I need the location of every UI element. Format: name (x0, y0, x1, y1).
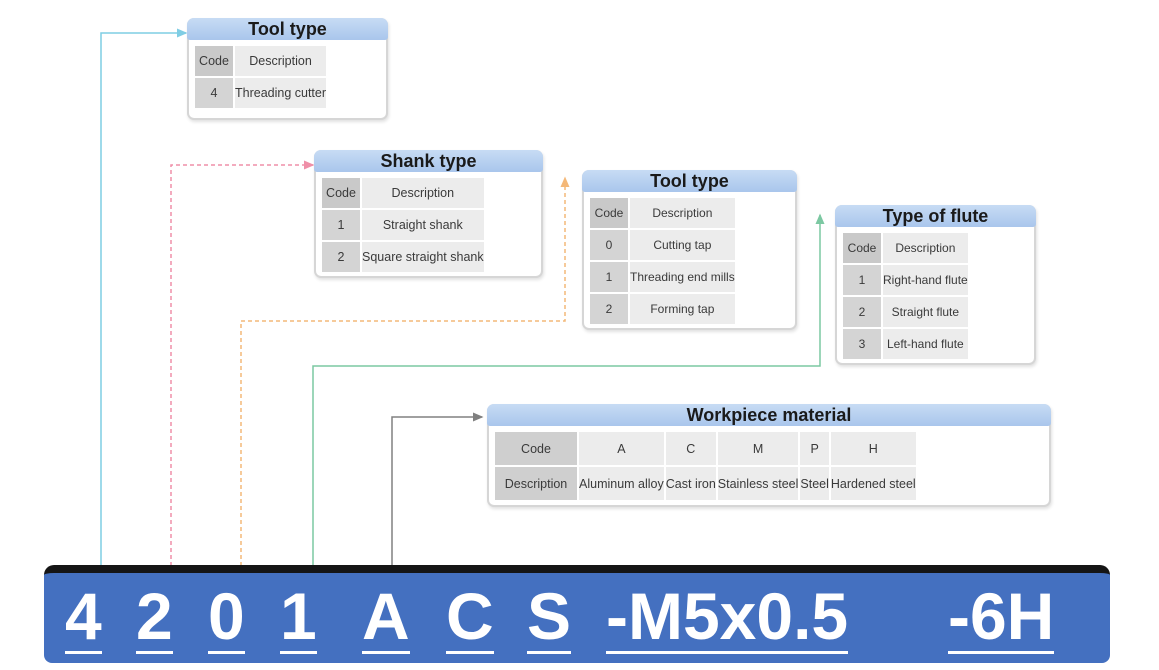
row-code: 1 (843, 265, 881, 295)
row-description: Square straight shank (362, 242, 484, 272)
tool-type-2-title: Tool type (582, 170, 797, 192)
workpiece-material-title: Workpiece material (487, 404, 1051, 426)
table-header-row: Code Description (843, 233, 968, 263)
table-row: 2 Straight flute (843, 297, 968, 327)
row-code: 3 (843, 329, 881, 359)
connector-flute-type (312, 213, 825, 566)
row-description: Left-hand flute (883, 329, 968, 359)
material-code-h: H (830, 432, 916, 465)
material-code-a: A (579, 432, 664, 465)
code-segment-s: S (527, 579, 572, 654)
row-description: Forming tap (630, 294, 735, 324)
table-header-row: Code Description (590, 198, 735, 228)
tool-type-card: Tool type Code Description 4 Threading c… (187, 18, 388, 120)
code-segment-thread-size: -M5x0.5 (606, 579, 849, 654)
row-description: Threading cutter (235, 78, 327, 108)
row-description: Right-hand flute (883, 265, 968, 295)
table-row: 1 Straight shank (322, 210, 484, 240)
row-description: Straight flute (883, 297, 968, 327)
row-code: 4 (195, 78, 233, 108)
flute-type-title: Type of flute (835, 205, 1036, 227)
row-description: Straight shank (362, 210, 484, 240)
tool-type-2-card: Tool type Code Description 0 Cutting tap… (582, 170, 797, 330)
tool-type-2-table: Code Description 0 Cutting tap 1 Threadi… (588, 196, 737, 326)
row-code: 1 (322, 210, 360, 240)
code-segment-workpiece-material: A (362, 579, 410, 654)
row-code: 2 (590, 294, 628, 324)
connector-tool-type-2 (240, 176, 570, 566)
material-code-m: M (717, 432, 799, 465)
tool-type-title: Tool type (187, 18, 388, 40)
flute-type-card: Type of flute Code Description 1 Right-h… (835, 205, 1036, 365)
connector-shank-type (170, 160, 315, 566)
table-row: 2 Forming tap (590, 294, 735, 324)
table-header-row: Code Description (195, 46, 327, 76)
table-row: 3 Left-hand flute (843, 329, 968, 359)
header-code: Code (195, 46, 233, 76)
shank-type-card: Shank type Code Description 1 Straight s… (314, 150, 543, 278)
row-code: 2 (843, 297, 881, 327)
header-description: Description (883, 233, 968, 263)
code-segment-tool-type: 4 (65, 579, 102, 654)
code-segment-tool-type-2: 0 (208, 579, 245, 654)
code-segment-shank-type: 2 (136, 579, 173, 654)
material-description-c: Cast iron (665, 467, 716, 500)
header-description: Description (630, 198, 735, 228)
material-description-h: Hardened steel (830, 467, 916, 500)
table-row: 4 Threading cutter (195, 78, 327, 108)
shank-type-table: Code Description 1 Straight shank 2 Squa… (320, 176, 486, 274)
header-description: Description (362, 178, 484, 208)
header-description: Description (235, 46, 327, 76)
row-code: 2 (322, 242, 360, 272)
table-row: 1 Threading end mills (590, 262, 735, 292)
row-code: 1 (590, 262, 628, 292)
code-segment-flute-type: 1 (280, 579, 317, 654)
table-row-code: Code A C M P H (495, 432, 916, 465)
table-row-description: Description Aluminum alloy Cast iron Sta… (495, 467, 916, 500)
row-description: Cutting tap (630, 230, 735, 260)
table-header-row: Code Description (322, 178, 484, 208)
workpiece-material-table: Code A C M P H Description Aluminum allo… (493, 430, 918, 502)
header-code: Code (843, 233, 881, 263)
row-code: 0 (590, 230, 628, 260)
tool-type-table: Code Description 4 Threading cutter (193, 44, 328, 110)
code-segment-tolerance: -6H (948, 579, 1055, 654)
material-description-p: Steel (800, 467, 829, 500)
row-label-description: Description (495, 467, 577, 500)
code-segment-c: C (446, 579, 494, 654)
table-row: 2 Square straight shank (322, 242, 484, 272)
table-row: 1 Right-hand flute (843, 265, 968, 295)
header-code: Code (322, 178, 360, 208)
row-label-code: Code (495, 432, 577, 465)
workpiece-material-card: Workpiece material Code A C M P H Descri… (487, 404, 1051, 507)
product-code-bar: 4 2 0 1 A C S -M5x0.5 -6H (44, 565, 1110, 663)
connector-tool-type-1 (100, 28, 188, 566)
material-code-c: C (665, 432, 716, 465)
header-code: Code (590, 198, 628, 228)
row-description: Threading end mills (630, 262, 735, 292)
shank-type-title: Shank type (314, 150, 543, 172)
table-row: 0 Cutting tap (590, 230, 735, 260)
connector-workpiece (391, 412, 484, 566)
material-description-a: Aluminum alloy (579, 467, 664, 500)
flute-type-table: Code Description 1 Right-hand flute 2 St… (841, 231, 970, 361)
material-code-p: P (800, 432, 829, 465)
material-description-m: Stainless steel (717, 467, 799, 500)
